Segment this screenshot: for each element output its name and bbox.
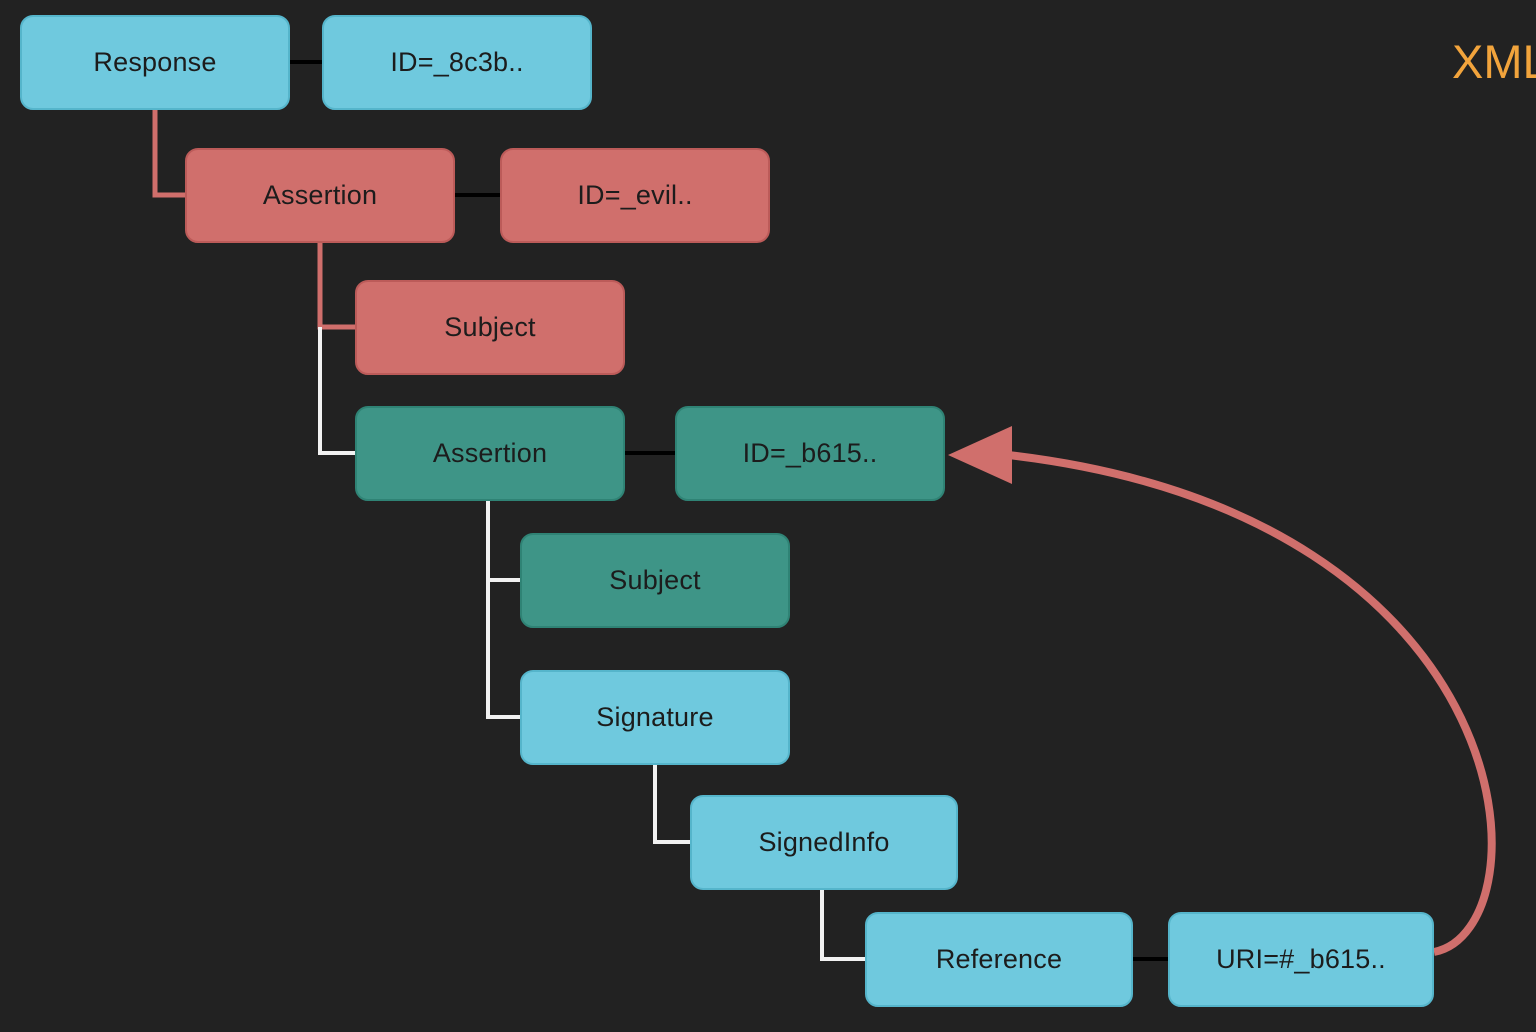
node-response-id: ID=_8c3b.. xyxy=(322,15,592,110)
connector-assertion-evil-assertion-orig xyxy=(318,327,355,455)
node-signedinfo: SignedInfo xyxy=(690,795,958,890)
node-assertion-evil-id: ID=_evil.. xyxy=(500,148,770,243)
node-signature: Signature xyxy=(520,670,790,765)
node-reference-uri: URI=#_b615.. xyxy=(1168,912,1434,1007)
node-assertion-evil: Assertion xyxy=(185,148,455,243)
diagram-title: XML xyxy=(1452,35,1536,88)
reference-arrowhead-icon xyxy=(948,426,1012,484)
node-assertion-orig: Assertion xyxy=(355,406,625,501)
node-reference: Reference xyxy=(865,912,1133,1007)
connector-assertion-evil-subject xyxy=(317,242,355,330)
node-subject-evil: Subject xyxy=(355,280,625,375)
connector-assertion-orig-subject xyxy=(486,500,520,582)
connector-response-assertion-evil xyxy=(152,109,185,198)
node-assertion-orig-id: ID=_b615.. xyxy=(675,406,945,501)
connector-signedinfo-reference xyxy=(820,889,865,961)
connector-signature-signedinfo xyxy=(653,764,690,844)
connector-assertion-orig-signature xyxy=(486,580,520,719)
reference-arrow xyxy=(1007,451,1496,956)
node-response: Response xyxy=(20,15,290,110)
node-subject-orig: Subject xyxy=(520,533,790,628)
